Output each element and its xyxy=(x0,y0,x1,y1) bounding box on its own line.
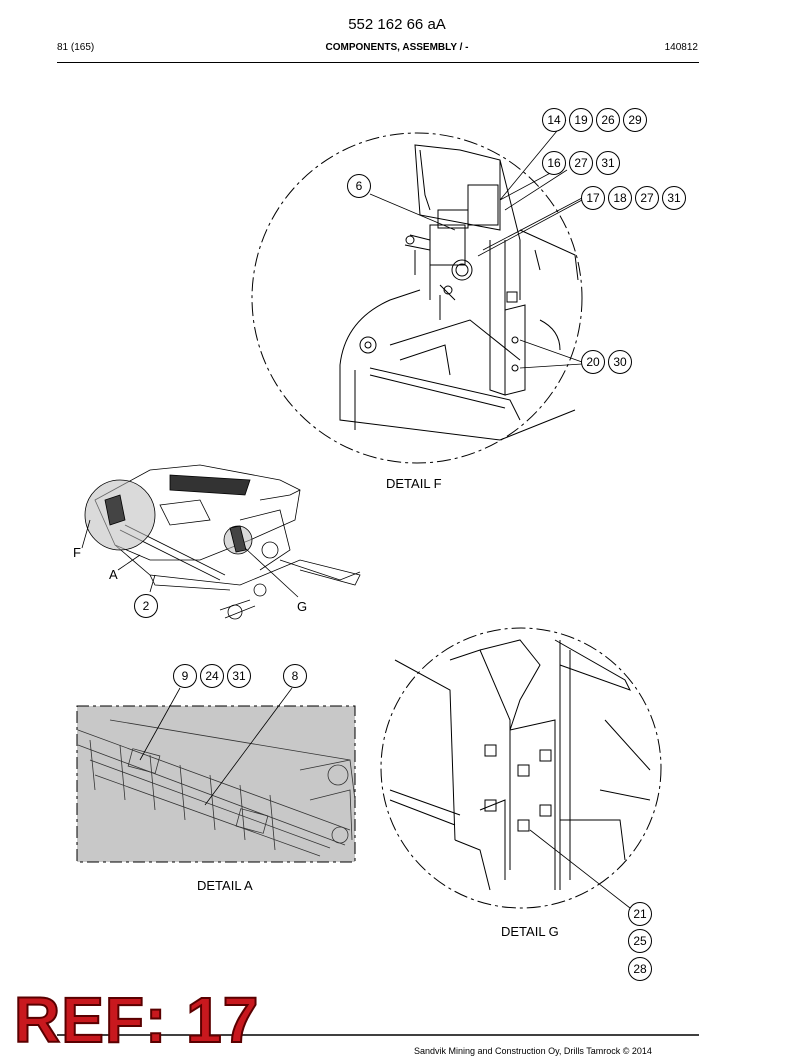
revision-date: 140812 xyxy=(664,42,698,53)
callout-balloon: 16 xyxy=(542,151,566,175)
view-marker-a: A xyxy=(109,567,118,582)
callout-balloon: 17 xyxy=(581,186,605,210)
callout-balloon: 20 xyxy=(581,350,605,374)
callout-balloon: 18 xyxy=(608,186,632,210)
copyright-footer: Sandvik Mining and Construction Oy, Dril… xyxy=(414,1046,652,1056)
callout-balloon: 8 xyxy=(283,664,307,688)
section-title: COMPONENTS, ASSEMBLY / - xyxy=(325,42,469,53)
callout-balloon: 14 xyxy=(542,108,566,132)
view-marker-f: F xyxy=(73,545,81,560)
callout-balloon: 30 xyxy=(608,350,632,374)
detail-g-label: DETAIL G xyxy=(501,924,559,939)
callout-balloon: 27 xyxy=(635,186,659,210)
page-number: 81 (165) xyxy=(57,42,95,53)
detail-a-label: DETAIL A xyxy=(197,878,253,893)
reference-stamp: REF: 17 xyxy=(13,984,260,1056)
callout-balloon: 25 xyxy=(628,929,652,953)
detail-g-drawing xyxy=(380,627,662,909)
overview-drawing xyxy=(81,464,361,620)
callout-balloon: 26 xyxy=(596,108,620,132)
callout-balloon: 31 xyxy=(662,186,686,210)
callout-balloon: 9 xyxy=(173,664,197,688)
callout-balloon: 28 xyxy=(628,957,652,981)
detail-a-drawing xyxy=(76,687,356,863)
detail-f-drawing xyxy=(251,132,583,464)
header-rule xyxy=(57,62,699,63)
callout-balloon: 6 xyxy=(347,174,371,198)
detail-f-label: DETAIL F xyxy=(386,476,442,491)
bolt-group xyxy=(484,744,552,832)
callout-balloon: 31 xyxy=(596,151,620,175)
callout-balloon: 29 xyxy=(623,108,647,132)
callout-balloon: 24 xyxy=(200,664,224,688)
view-marker-g: G xyxy=(297,599,308,614)
callout-balloon: 19 xyxy=(569,108,593,132)
callout-balloon: 2 xyxy=(134,594,158,618)
document-number: 552 162 66 aA xyxy=(348,16,446,33)
callout-balloon: 21 xyxy=(628,902,652,926)
callout-balloon: 27 xyxy=(569,151,593,175)
callout-balloon: 31 xyxy=(227,664,251,688)
